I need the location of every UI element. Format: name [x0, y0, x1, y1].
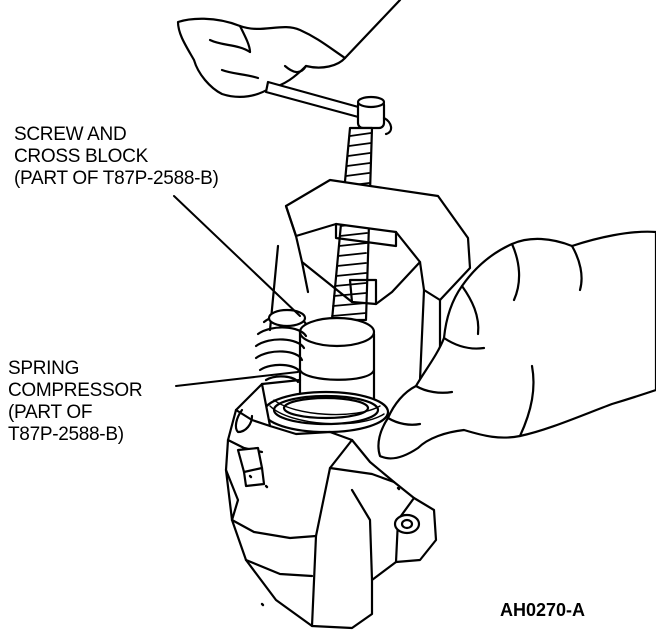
callout-spring-compressor: SPRING COMPRESSOR (PART OF T87P-2588-B) [8, 358, 143, 446]
callout-line: SPRING [8, 358, 80, 379]
t-handle [264, 80, 393, 136]
callout-line: (PART OF T87P-2588-B) [14, 168, 219, 189]
cross-block [268, 178, 472, 382]
callout-line: (PART OF [8, 402, 93, 423]
caliper-housing [224, 378, 438, 630]
figure-id: AH0270-A [500, 600, 586, 620]
compressor-spring [254, 308, 308, 384]
callout-line: T87P-2588-B) [8, 424, 124, 445]
callout-line: CROSS BLOCK [14, 146, 148, 167]
piston-seal [262, 390, 390, 434]
callout-line: COMPRESSOR [8, 380, 143, 401]
print-specks [248, 474, 401, 607]
right-hand [377, 230, 656, 460]
callout-screw-cross-block: SCREW AND CROSS BLOCK (PART OF T87P-2588… [14, 124, 219, 190]
leader-lines [173, 195, 301, 387]
callout-line: SCREW AND [14, 124, 127, 145]
upper-hand [176, 0, 402, 98]
